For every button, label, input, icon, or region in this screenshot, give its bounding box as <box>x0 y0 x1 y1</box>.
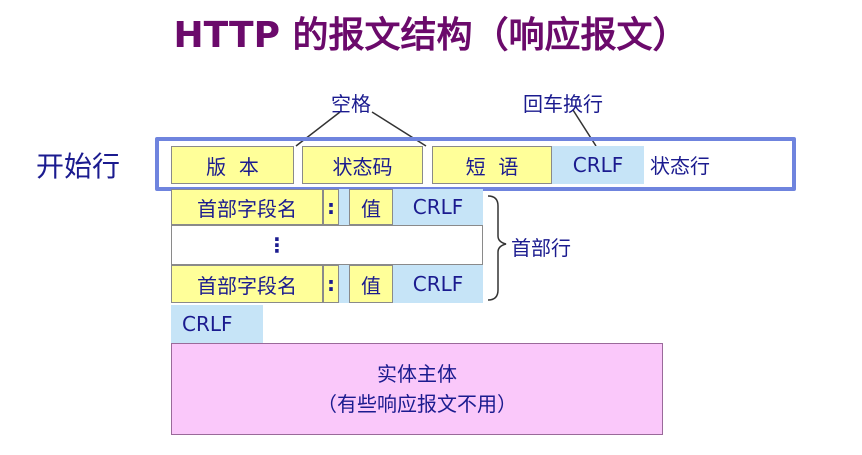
start-line-label: 开始行 <box>36 150 121 183</box>
blank-line-crlf: CRLF <box>171 305 263 343</box>
entity-body: 实体主体 （有些响应报文不用） <box>171 343 663 435</box>
header-value: 值 <box>349 189 393 225</box>
header-crlf: CRLF <box>393 265 483 303</box>
header-colon: : <box>323 265 339 303</box>
status-code-field: 状态码 <box>302 146 423 184</box>
header-crlf: CRLF <box>393 189 483 225</box>
phrase-field: 短 语 <box>432 146 552 184</box>
entity-body-title: 实体主体 <box>377 362 457 386</box>
crlf-label: 回车换行 <box>523 92 603 116</box>
start-line-frame <box>155 137 796 191</box>
header-ellipsis-row: ⋮ <box>171 225 483 265</box>
status-crlf: CRLF <box>552 146 644 184</box>
header-lines-label: 首部行 <box>511 236 571 260</box>
header-gap <box>339 189 349 225</box>
header-brace <box>487 195 507 301</box>
ellipsis-text: ⋮ <box>267 233 287 257</box>
entity-body-note: （有些响应报文不用） <box>317 392 517 416</box>
space-label: 空格 <box>331 92 371 116</box>
header-colon: : <box>323 189 339 225</box>
header-field-name: 首部字段名 <box>171 189 323 225</box>
version-field: 版 本 <box>171 146 294 184</box>
status-line-label: 状态行 <box>650 154 710 178</box>
header-value: 值 <box>349 265 393 303</box>
page-title: HTTP 的报文结构（响应报文） <box>173 15 689 56</box>
header-gap <box>339 265 349 303</box>
header-field-name: 首部字段名 <box>171 265 323 303</box>
